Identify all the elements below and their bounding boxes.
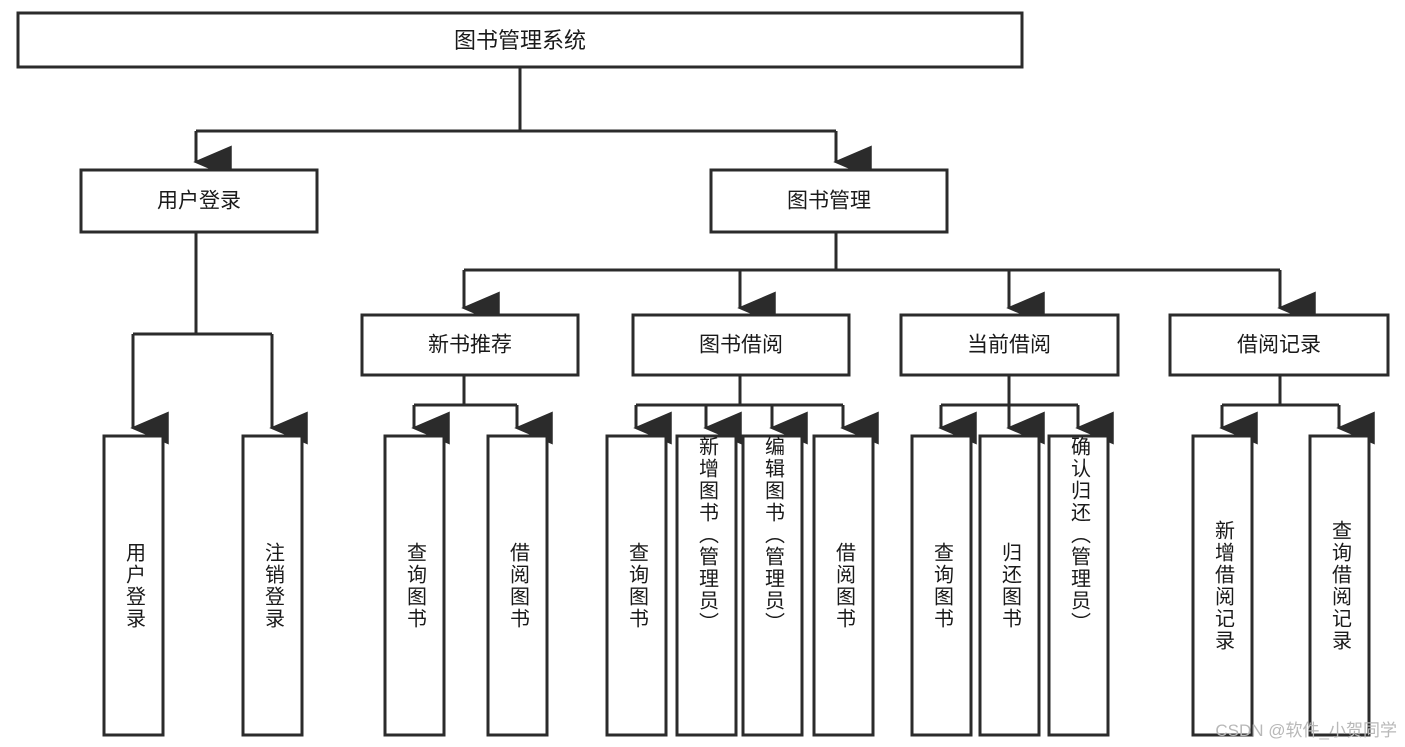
node-root[interactable]: 图书管理系统	[16, 11, 1024, 69]
node-leaf-user-login[interactable]	[102, 434, 165, 737]
node-root-label: 图书管理系统	[454, 28, 586, 53]
node-borrow-record[interactable]: 借阅记录	[1168, 313, 1390, 377]
node-book-borrow[interactable]: 图书借阅	[631, 313, 851, 377]
node-leaf-edit-book[interactable]	[741, 434, 804, 737]
node-leaf-logout-login[interactable]	[241, 434, 304, 737]
node-leaf-borrow-book-1[interactable]	[486, 434, 549, 737]
connector-root-stem	[196, 67, 836, 133]
connector-current-borrow-bus	[941, 375, 1078, 407]
node-current-borrow-label: 当前借阅	[967, 334, 1051, 357]
node-leaf-add-book[interactable]	[675, 434, 738, 737]
watermark: CSDN @软件_小贺同学	[1215, 721, 1397, 740]
node-leaf-confirm-return[interactable]	[1047, 434, 1110, 737]
connector-user-login-bus	[133, 232, 272, 336]
node-leaf-query-book-1[interactable]	[383, 434, 446, 737]
node-current-borrow[interactable]: 当前借阅	[899, 313, 1120, 377]
connector-borrow-record-bus	[1222, 375, 1339, 407]
connector-book-manage-bus	[464, 232, 1280, 272]
node-book-borrow-label: 图书借阅	[699, 334, 783, 357]
node-user-login-label: 用户登录	[157, 190, 241, 213]
node-user-login[interactable]: 用户登录	[79, 168, 319, 234]
node-new-book-recommend-label: 新书推荐	[428, 334, 512, 357]
node-leaf-borrow-book-2[interactable]	[812, 434, 875, 737]
node-borrow-record-label: 借阅记录	[1237, 334, 1321, 357]
node-leaf-return-book[interactable]	[978, 434, 1041, 737]
node-new-book-recommend[interactable]: 新书推荐	[360, 313, 580, 377]
node-leaf-query-record[interactable]	[1308, 434, 1371, 737]
node-book-manage[interactable]: 图书管理	[709, 168, 949, 234]
node-leaf-query-book-3[interactable]	[910, 434, 973, 737]
node-book-manage-label: 图书管理	[787, 190, 871, 213]
node-leaf-add-record[interactable]	[1191, 434, 1254, 737]
connector-book-borrow-bus	[636, 375, 843, 407]
node-leaf-query-book-2[interactable]	[605, 434, 668, 737]
connector-new-book-recommend-bus	[414, 375, 517, 407]
